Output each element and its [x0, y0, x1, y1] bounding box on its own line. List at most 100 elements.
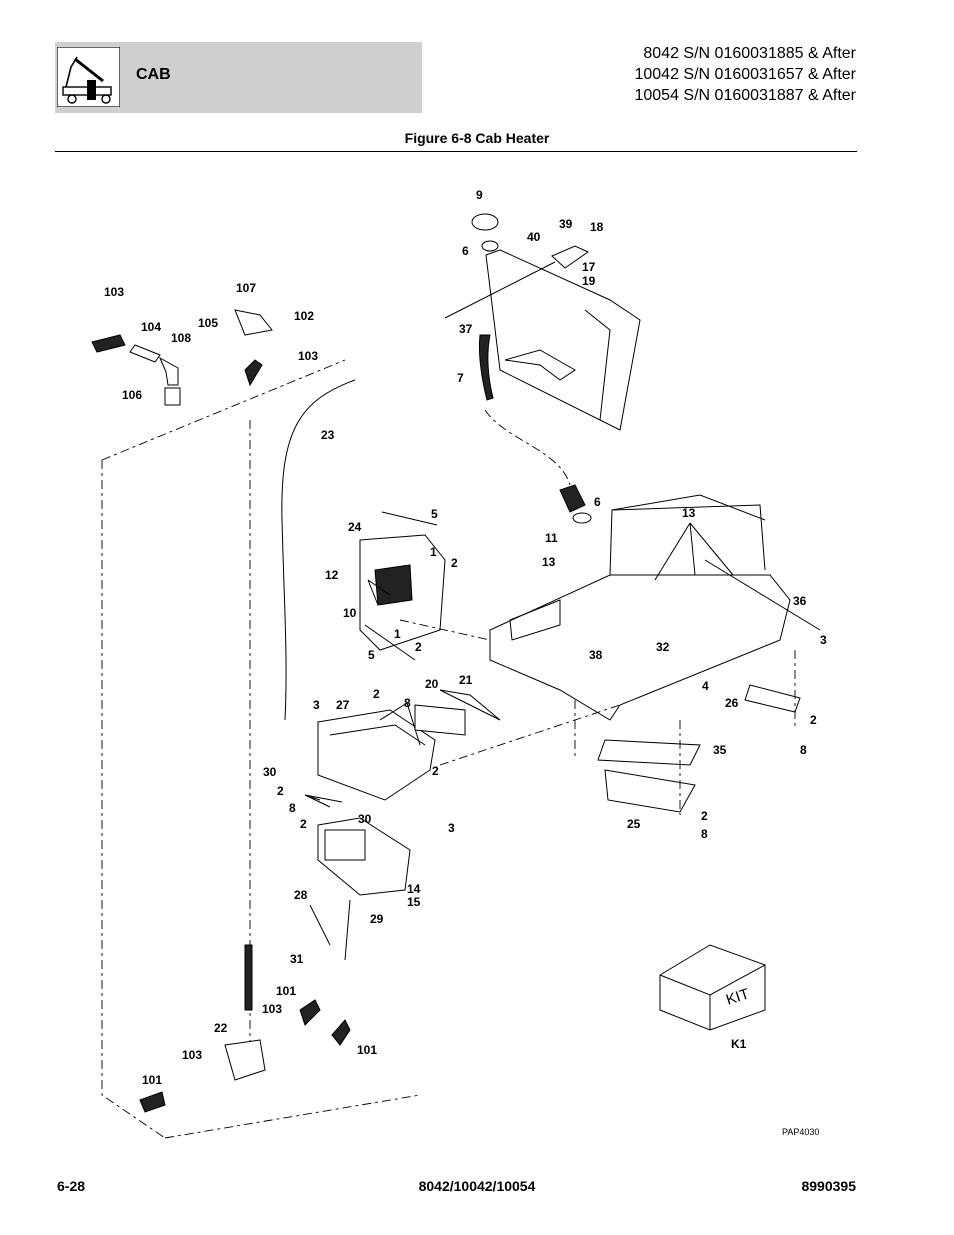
- callout: 7: [457, 371, 464, 385]
- serial-line: 10042 S/N 0160031657 & After: [634, 66, 856, 83]
- serial-line: 10054 S/N 0160031887 & After: [634, 87, 856, 104]
- telehandler-machine-icon: [57, 47, 120, 107]
- callout: 19: [582, 274, 596, 288]
- callout: 103: [182, 1048, 202, 1062]
- callout: 2: [432, 764, 439, 778]
- heater-hose-7: [479, 334, 494, 401]
- callout: 17: [582, 260, 596, 274]
- callout: 105: [198, 316, 218, 330]
- callout: 30: [358, 812, 372, 826]
- callout: 8: [800, 743, 807, 757]
- callout: 3: [820, 633, 827, 647]
- serial-number-list: 8042 S/N 0160031885 & After 10042 S/N 01…: [634, 43, 856, 106]
- callout: 6: [462, 244, 469, 258]
- callout: 10: [343, 606, 357, 620]
- callout: 107: [236, 281, 256, 295]
- callout: 12: [325, 568, 339, 582]
- callout: 6: [594, 495, 601, 509]
- clamp-6: [572, 512, 592, 524]
- callout: 101: [276, 984, 296, 998]
- callout: 103: [262, 1002, 282, 1016]
- callout: 40: [527, 230, 541, 244]
- callout: 2: [373, 687, 380, 701]
- callout: 28: [294, 888, 308, 902]
- callout: 3: [313, 698, 320, 712]
- callout: 104: [141, 320, 161, 334]
- callout: 5: [368, 648, 375, 662]
- wire-harness-23: [281, 379, 356, 721]
- callout: 4: [702, 679, 709, 693]
- duct-25: [604, 769, 696, 813]
- callout: 35: [713, 743, 727, 757]
- callout: 2: [451, 556, 458, 570]
- cab-floor-plate: [489, 494, 791, 721]
- fitting-106: [164, 387, 181, 406]
- callout: 106: [122, 388, 142, 402]
- blower-housing-27: [317, 709, 436, 801]
- fitting-104: [129, 344, 161, 363]
- callout: 21: [459, 673, 473, 687]
- callout-labels: 9 40 39 18 6 17 19 103 107 102 104 105 1…: [104, 188, 827, 1087]
- hose-102: [244, 359, 263, 387]
- callout: 31: [290, 952, 304, 966]
- document-number: 8990395: [801, 1178, 856, 1194]
- callout: 2: [277, 784, 284, 798]
- page-number: 6-28: [57, 1178, 86, 1194]
- callout: 39: [559, 217, 573, 231]
- kit-label: KIT: [724, 985, 751, 1008]
- heater-rod: [444, 261, 556, 319]
- callout: 108: [171, 331, 191, 345]
- callout: 8: [701, 827, 708, 841]
- valve-22: [224, 1039, 266, 1081]
- hose-22: [244, 944, 253, 1011]
- callout: 36: [793, 594, 807, 608]
- hose-103-upper: [91, 334, 126, 353]
- callout: 11: [545, 531, 558, 545]
- callout: 25: [627, 817, 641, 831]
- callout: 29: [370, 912, 384, 926]
- callout: 102: [294, 309, 314, 323]
- clip-21: [439, 689, 501, 721]
- filter-20: [414, 704, 466, 736]
- callout: 2: [300, 817, 307, 831]
- callout: 26: [725, 696, 739, 710]
- callout: 24: [348, 520, 362, 534]
- callout: 32: [656, 640, 670, 654]
- heater-unit-14: [317, 817, 411, 896]
- section-title: CAB: [136, 66, 171, 83]
- callout: 15: [407, 895, 421, 909]
- callout: 23: [321, 428, 335, 442]
- callout: 9: [476, 188, 483, 202]
- callout: K1: [731, 1037, 747, 1051]
- header-divider: [55, 151, 857, 152]
- callout: 38: [589, 648, 603, 662]
- clamp-28: [309, 904, 331, 946]
- valve-107: [234, 309, 273, 336]
- callout: 27: [336, 698, 350, 712]
- heater-core-frame: [359, 534, 446, 651]
- kit-box: KIT: [659, 944, 766, 1031]
- callout: 101: [142, 1073, 162, 1087]
- callout: 103: [298, 349, 318, 363]
- drawing-id: PAP4030: [782, 1127, 819, 1137]
- hose-101-left: [139, 1091, 166, 1113]
- hose-101-mid: [299, 999, 321, 1026]
- figure-title: Figure 6-8 Cab Heater: [404, 130, 550, 146]
- callout: 30: [263, 765, 277, 779]
- cab-roof-housing: [485, 249, 641, 431]
- callout: 2: [701, 809, 708, 823]
- callout: 5: [431, 507, 438, 521]
- bracket-17: [551, 245, 590, 269]
- callout: 103: [104, 285, 124, 299]
- callout: 8: [289, 801, 296, 815]
- callout: 14: [407, 882, 421, 896]
- heater-hose-lower: [559, 484, 586, 513]
- callout: 13: [542, 555, 556, 569]
- callout: 1: [430, 545, 437, 559]
- knob-9: [471, 213, 499, 231]
- model-numbers: 8042/10042/10054: [418, 1178, 536, 1194]
- callout: 3: [448, 821, 455, 835]
- callout: 101: [357, 1043, 377, 1057]
- callout: 37: [459, 322, 473, 336]
